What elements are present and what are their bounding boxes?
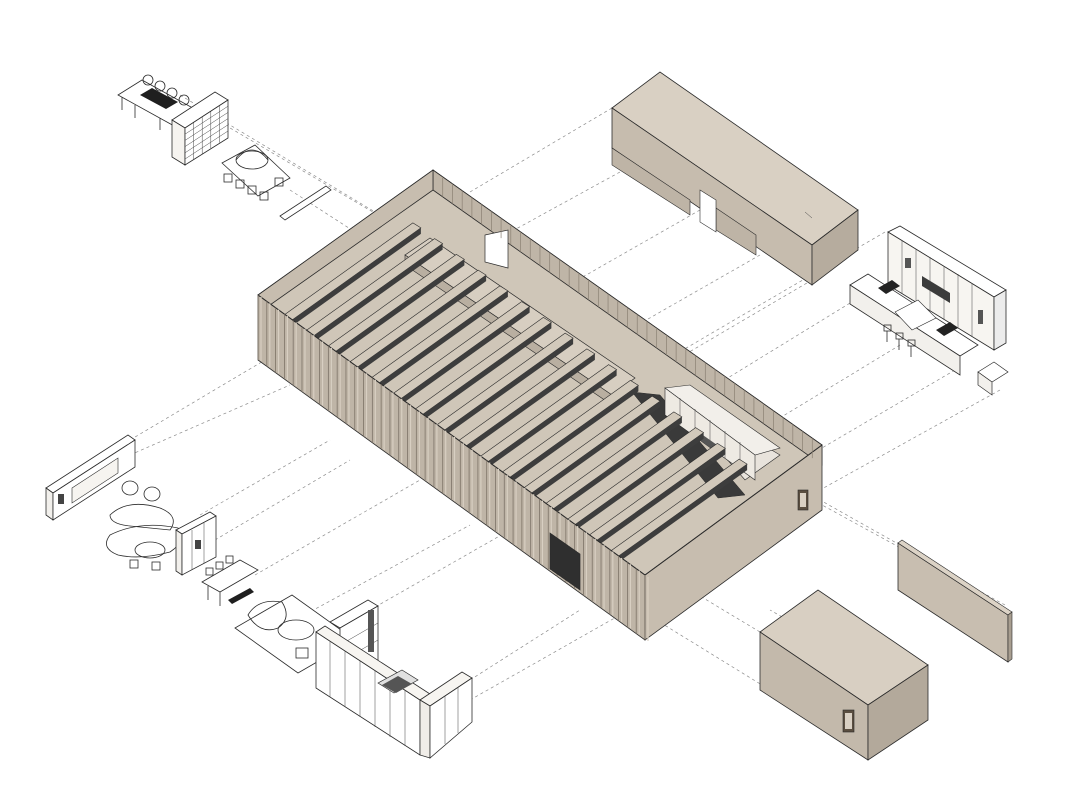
rib-shadow [486, 369, 617, 469]
rib-shadow [530, 401, 661, 501]
rib-shadow [443, 338, 574, 438]
shelf-line [184, 130, 229, 160]
rib-shadow [617, 464, 748, 564]
rib-shadow [421, 322, 552, 422]
storage-cabinets [315, 599, 473, 759]
conference-furniture [117, 74, 332, 221]
rib-shadow [595, 448, 726, 548]
rib-shadow [290, 227, 421, 327]
corner-box [759, 589, 929, 761]
kitchen-cabinet-lines [901, 240, 983, 337]
shelf-line [184, 118, 229, 147]
rib-shadow [573, 432, 704, 532]
facade-fins [257, 176, 813, 641]
rib-shadow [334, 259, 465, 359]
kitchen-module [849, 225, 1009, 396]
front-wall-panel [897, 539, 1013, 663]
lounge-furniture [45, 434, 356, 674]
rib-shadow [508, 385, 639, 485]
bookshelf-lines [184, 105, 229, 160]
dining-chairs [205, 555, 254, 604]
roof-core-block [611, 71, 859, 286]
main-volume [257, 169, 823, 641]
interior-ribs [282, 222, 748, 564]
rib-shadow [464, 353, 595, 453]
shelf-line [184, 112, 229, 141]
rib-shadow [312, 243, 443, 343]
rib-shadow [399, 306, 530, 406]
shelf-line [184, 105, 229, 135]
rib-shadow [356, 275, 487, 375]
rib-shadow [551, 416, 682, 516]
meeting-chairs [223, 173, 284, 201]
rib-shadow [377, 290, 508, 390]
shelf-line [184, 124, 229, 154]
bar-stools [883, 324, 916, 357]
